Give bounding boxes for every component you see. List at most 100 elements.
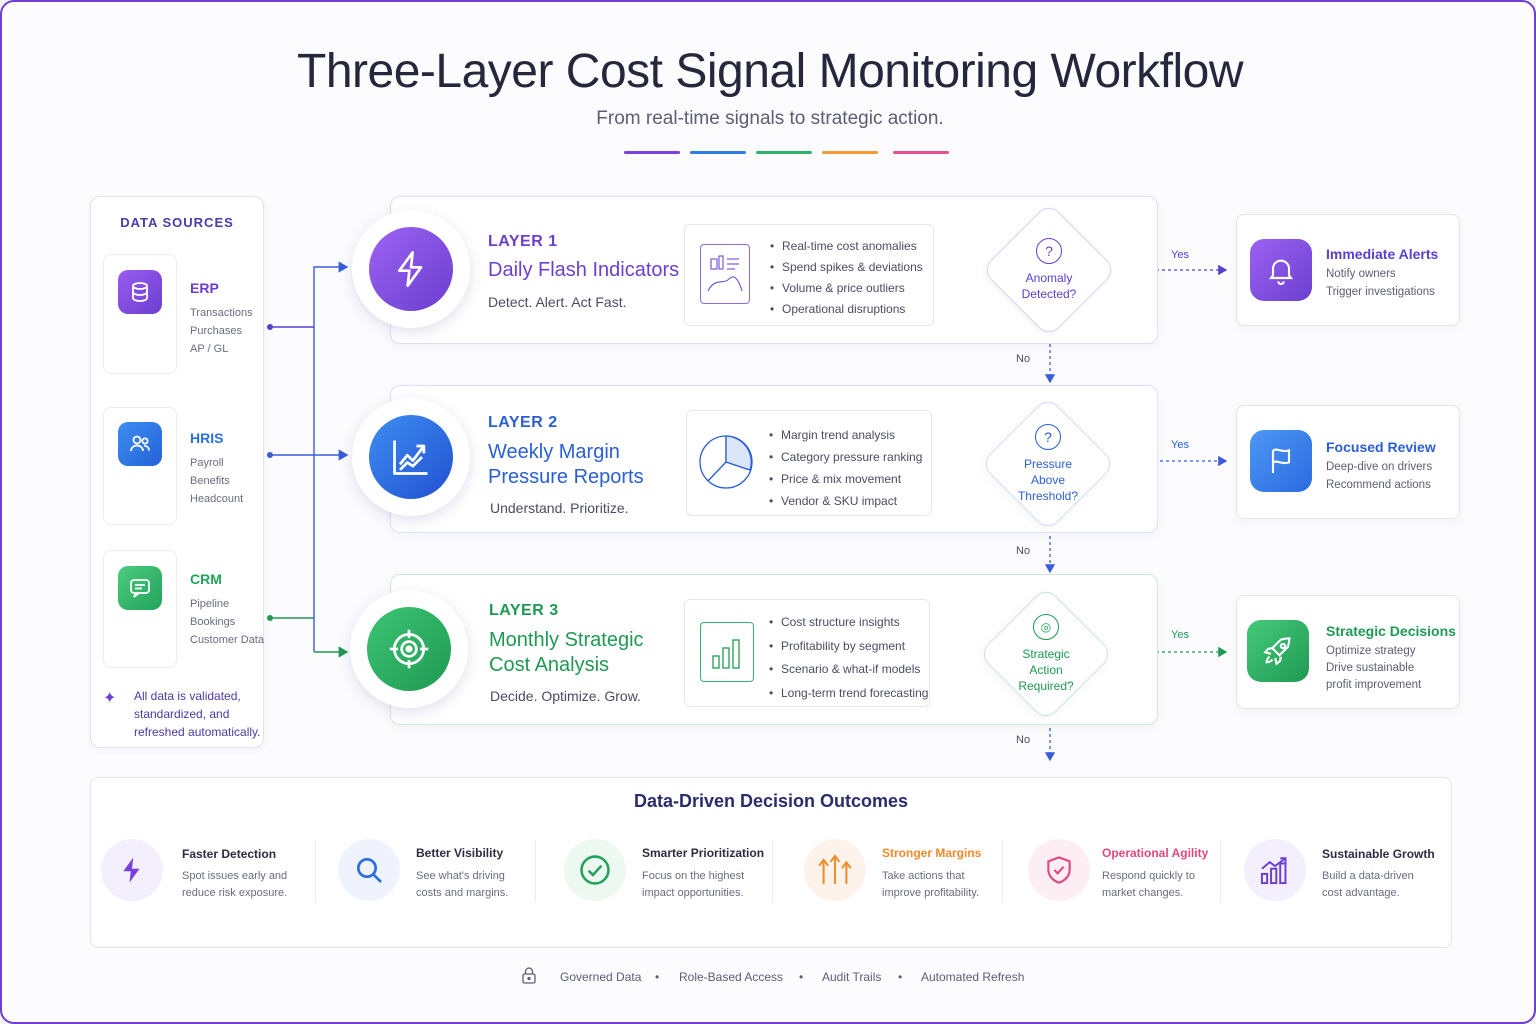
layer-2-yes-label: Yes [1171, 439, 1189, 451]
shield-icon [1028, 839, 1090, 901]
layer-2-badge [352, 398, 470, 516]
outcome-item: profit improvement [1326, 679, 1422, 691]
layer-3-yes-label: Yes [1171, 629, 1189, 641]
layer-3-signal-list: Cost structure insights Profitability by… [769, 611, 928, 705]
layer-2-no-label: No [1016, 545, 1031, 557]
decision-line: Pressure [1023, 457, 1072, 471]
footer-item: Governed Data [560, 970, 642, 984]
benefit-title: Stronger Margins [882, 846, 982, 860]
layer-1-tagline: Detect. Alert. Act Fast. [488, 294, 627, 310]
accent-bar-blue [690, 151, 746, 154]
benefit-desc-line: reduce risk exposure. [182, 887, 288, 899]
layer-3-decision[interactable]: ◎ Strategic Action Required? [976, 584, 1116, 724]
benefit-desc: Spot issues early and reduce risk exposu… [182, 868, 287, 902]
benefit-desc-line: Spot issues early and [182, 870, 288, 882]
arrows-up-icon [804, 839, 866, 901]
chat-icon [118, 566, 162, 610]
layer-2-signal-list: Margin trend analysis Category pressure … [769, 424, 922, 512]
report-icon [700, 244, 750, 304]
source-item: AP / GL [190, 343, 229, 355]
layer-2-outcome-items: Deep-dive on drivers Recommend actions [1326, 458, 1432, 494]
signal-item: Vendor & SKU impact [769, 490, 922, 512]
page-subtitle: From real-time signals to strategic acti… [596, 108, 944, 129]
layer-1-yes-label: Yes [1171, 249, 1189, 261]
source-item: Pipeline [190, 598, 230, 610]
outcome-item: Notify owners [1326, 268, 1396, 280]
benefit-title: Better Visibility [416, 846, 504, 860]
rocket-icon [1247, 620, 1309, 682]
decision-line: Action [1029, 663, 1063, 677]
benefit-title: Smarter Prioritization [642, 846, 765, 860]
benefit-desc-line: Build a data-driven [1322, 870, 1414, 882]
layer-name-line: Pressure Reports [488, 466, 644, 488]
lock-icon [521, 966, 537, 989]
benefit-desc-line: cost advantage. [1322, 887, 1400, 899]
decision-line: Detected? [1021, 287, 1077, 301]
question-icon: ? [1035, 238, 1062, 264]
layer-1-badge [352, 210, 470, 328]
outcome-item: Deep-dive on drivers [1326, 461, 1433, 473]
data-sources-title: DATA SOURCES [120, 215, 234, 230]
layer-3-outcome-card[interactable] [1236, 595, 1460, 709]
benefit-title: Sustainable Growth [1322, 847, 1435, 861]
decision-line: Above [1030, 473, 1065, 487]
layer-2-tagline: Understand. Prioritize. [490, 500, 629, 516]
signal-item: Volume & price outliers [770, 278, 923, 299]
pie-chart-icon [696, 432, 756, 497]
layer-1-decision[interactable]: ? Anomaly Detected? [979, 200, 1119, 340]
users-icon [118, 422, 162, 466]
footer-separator: • [898, 970, 903, 984]
benefit-desc: Build a data-driven cost advantage. [1322, 868, 1414, 902]
benefit-desc-line: Respond quickly to [1102, 870, 1195, 882]
benefit-title: Operational Agility [1102, 846, 1209, 860]
benefit-desc-line: costs and margins. [416, 887, 509, 899]
layer-2-label: LAYER 2 [488, 414, 558, 431]
lightning-icon [101, 839, 163, 901]
layer-3-badge [350, 590, 468, 708]
footer-separator: • [655, 970, 660, 984]
layer-name-line: Weekly Margin [488, 441, 620, 463]
outcomes-panel [90, 777, 1452, 948]
layer-1-outcome-items: Notify owners Trigger investigations [1326, 265, 1435, 301]
benefit-desc-line: Focus on the highest [642, 870, 745, 882]
source-item: Bookings [190, 616, 236, 628]
source-items-crm: Pipeline Bookings Customer Data [190, 595, 264, 649]
outcome-item: Trigger investigations [1326, 286, 1435, 298]
layer-3-no-label: No [1016, 734, 1031, 746]
source-item: Customer Data [190, 634, 264, 646]
signal-item: Margin trend analysis [769, 424, 922, 446]
target-icon [367, 607, 451, 691]
decision-line: Strategic [1022, 647, 1070, 661]
benefit-desc-line: Take actions that [882, 870, 965, 882]
divider [772, 840, 773, 902]
signal-item: Profitability by segment [769, 635, 928, 659]
lightning-icon [369, 227, 453, 311]
outcome-item: Optimize strategy [1326, 645, 1416, 657]
bell-icon [1250, 239, 1312, 301]
layer-1-outcome-title: Immediate Alerts [1326, 246, 1439, 262]
layer-3-tagline: Decide. Optimize. Grow. [490, 688, 641, 704]
layer-2-outcome-title: Focused Review [1326, 439, 1436, 455]
source-item: Payroll [190, 457, 224, 469]
bar-chart-icon [700, 622, 754, 682]
outcomes-panel-title: Data-Driven Decision Outcomes [633, 791, 909, 811]
growth-chart-icon [1244, 839, 1306, 901]
footer-separator: • [799, 970, 804, 984]
footer-item: Automated Refresh [921, 970, 1025, 984]
outcome-item: Drive sustainable [1326, 662, 1415, 674]
source-items-erp: Transactions Purchases AP / GL [190, 304, 253, 358]
layer-2-decision[interactable]: ? Pressure Above Threshold? [978, 394, 1118, 534]
decision-line: Required? [1018, 679, 1074, 693]
footer-item: Role-Based Access [679, 970, 784, 984]
source-item: Transactions [190, 307, 253, 319]
divider [535, 840, 536, 902]
signal-item: Real-time cost anomalies [770, 236, 923, 257]
signal-item: Category pressure ranking [769, 446, 922, 468]
search-icon [338, 839, 400, 901]
layer-name-line: Cost Analysis [489, 654, 610, 676]
benefit-desc: Respond quickly to market changes. [1102, 868, 1195, 902]
benefit-desc-line: improve profitability. [882, 887, 979, 899]
layer-1-no-label: No [1016, 353, 1031, 365]
benefit-desc-line: market changes. [1102, 887, 1184, 899]
